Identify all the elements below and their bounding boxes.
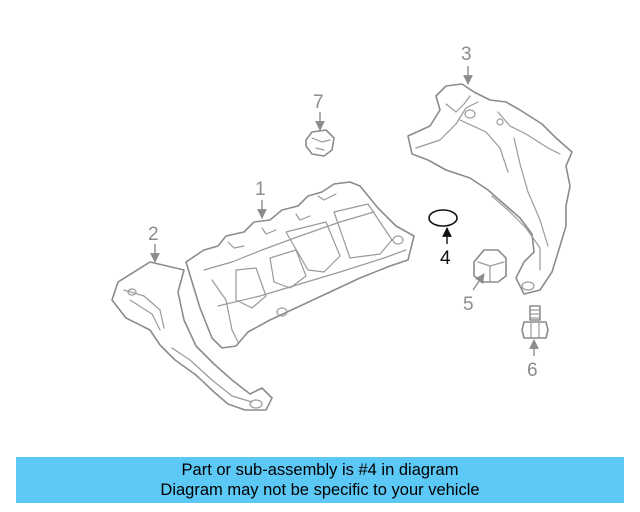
callout-7: 7 xyxy=(313,92,324,113)
info-banner: Part or sub-assembly is #4 in diagram Di… xyxy=(16,457,624,503)
callout-5: 5 xyxy=(463,294,474,315)
part-7-clip xyxy=(305,129,335,157)
part-2-side-bracket xyxy=(111,261,273,411)
part-6-bolt xyxy=(521,305,549,339)
callout-4: 4 xyxy=(440,248,451,269)
callout-2: 2 xyxy=(148,224,159,245)
banner-line-2: Diagram may not be specific to your vehi… xyxy=(160,481,480,499)
banner-line-1: Part or sub-assembly is #4 in diagram xyxy=(181,461,459,479)
part-4-grommet xyxy=(428,209,458,227)
callout-6: 6 xyxy=(527,360,538,381)
callout-1: 1 xyxy=(255,179,266,200)
leader-5 xyxy=(472,273,485,291)
part-3-side-shield xyxy=(407,83,573,295)
part-5-retainer xyxy=(473,249,507,283)
callout-3: 3 xyxy=(461,44,472,65)
part-1-under-cover xyxy=(185,181,415,349)
parts-diagram: 1 2 3 4 5 6 7 xyxy=(111,44,573,411)
